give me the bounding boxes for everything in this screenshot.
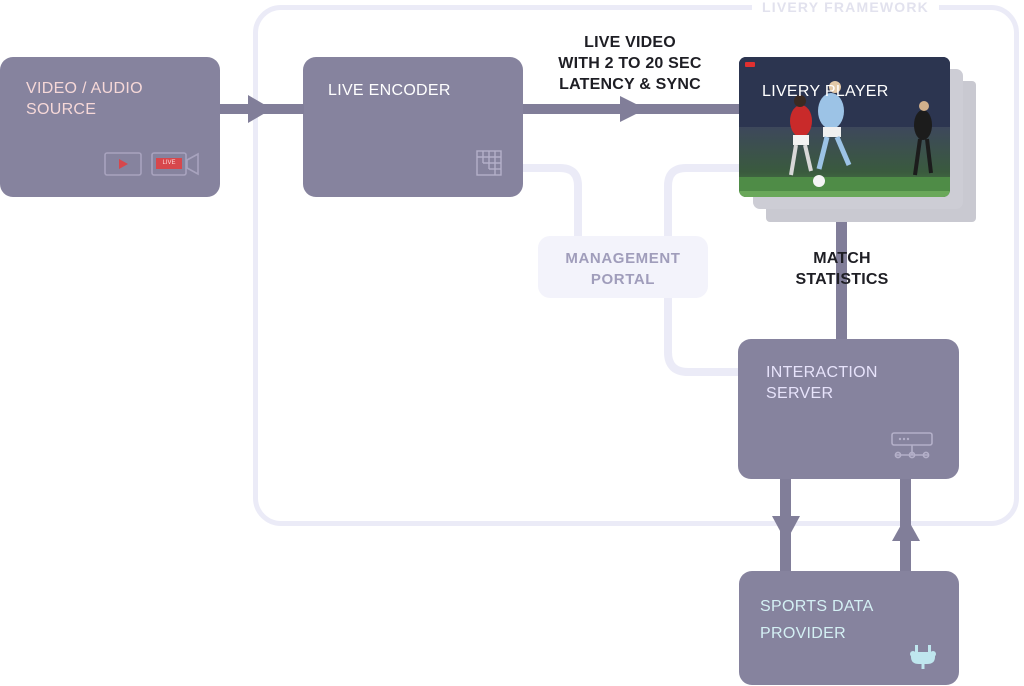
live-video-caption-line3: LATENCY & SYNC <box>559 76 701 93</box>
stats-caption-line2: STATISTICS <box>795 271 889 288</box>
live-video-caption-line2: WITH 2 TO 20 SEC <box>558 55 702 72</box>
video-audio-source-box: VIDEO / AUDIO SOURCE LIVE <box>0 57 220 197</box>
livery-framework-frame <box>253 5 1019 526</box>
provider-label-line1: SPORTS DATA <box>760 598 874 615</box>
football-match-image <box>739 57 950 197</box>
player-label: LIVERY PLAYER <box>762 83 889 100</box>
server-icon <box>891 432 933 459</box>
grid-icon <box>476 150 502 176</box>
portal-label-line1: MANAGEMENT <box>565 250 681 267</box>
portal-label-line2: PORTAL <box>590 271 656 288</box>
match-statistics-caption: MATCH STATISTICS <box>772 248 912 290</box>
live-indicator <box>745 62 755 67</box>
framework-label: LIVERY FRAMEWORK <box>752 0 939 14</box>
play-icon <box>104 152 142 176</box>
live-video-caption-line1: LIVE VIDEO <box>584 34 676 51</box>
plug-icon <box>910 645 936 669</box>
live-encoder-box: LIVE ENCODER <box>303 57 523 197</box>
provider-label-line2: PROVIDER <box>760 625 846 642</box>
livery-player[interactable]: LIVERY PLAYER <box>739 57 950 197</box>
sports-data-provider-box: SPORTS DATA PROVIDER <box>739 571 959 685</box>
server-label-line1: INTERACTION <box>766 364 878 381</box>
live-badge: LIVE <box>162 160 176 166</box>
live-video-caption: LIVE VIDEO WITH 2 TO 20 SEC LATENCY & SY… <box>540 32 720 95</box>
interaction-server-box: INTERACTION SERVER <box>738 339 959 479</box>
video-camera-icon <box>151 152 199 176</box>
server-label-line2: SERVER <box>766 385 834 402</box>
stats-caption-line1: MATCH <box>813 250 871 267</box>
source-label: VIDEO / AUDIO SOURCE <box>26 80 143 118</box>
management-portal-box: MANAGEMENT PORTAL <box>538 236 708 298</box>
encoder-label: LIVE ENCODER <box>328 82 451 99</box>
